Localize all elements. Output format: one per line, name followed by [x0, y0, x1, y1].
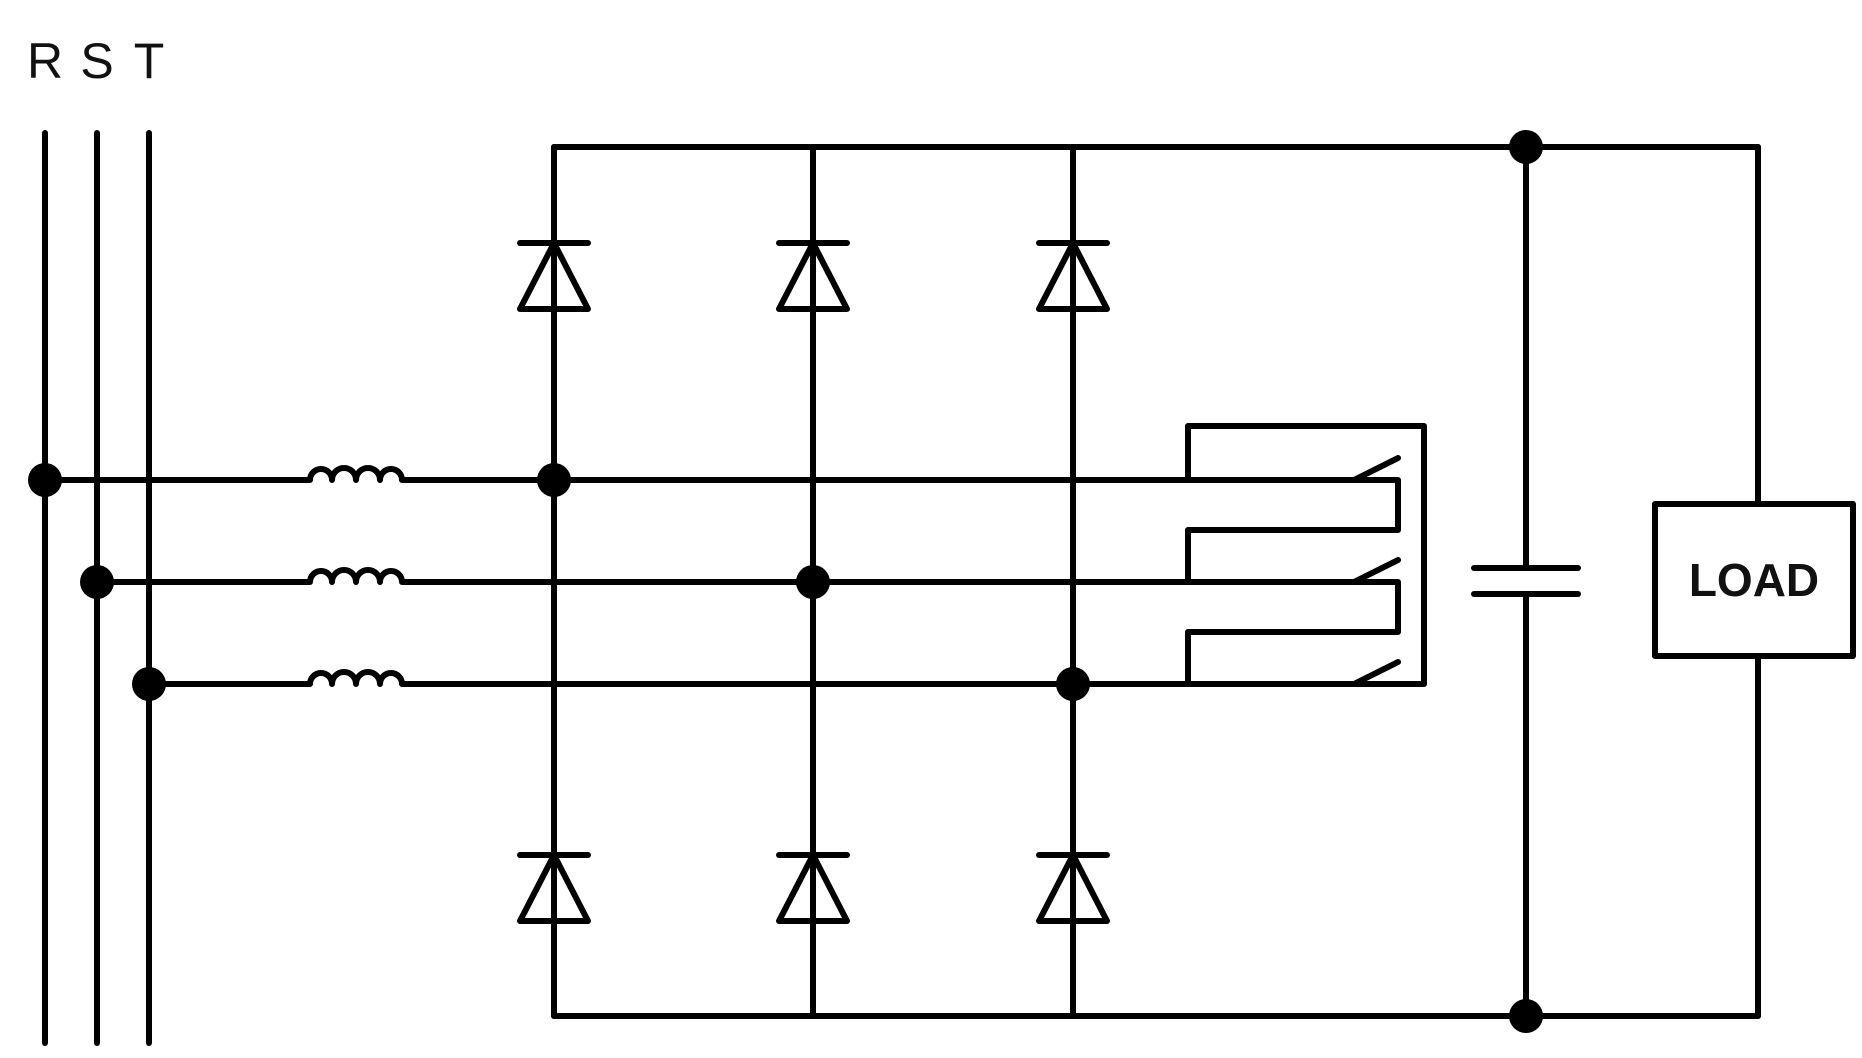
diode-lower-2 [776, 852, 850, 924]
switch-s-blade [1351, 557, 1401, 585]
junction-dot-leg1 [537, 463, 571, 497]
phase-t-branch [146, 659, 1401, 687]
load-block: LOAD [1652, 144, 1856, 1019]
junction-dot-t [132, 667, 166, 701]
switch-r-blade [1351, 455, 1401, 483]
diode-upper-2 [776, 240, 850, 312]
diode-upper-3 [1036, 240, 1110, 312]
bypass-switch-network [1185, 423, 1427, 687]
junction-dot-cap-bottom [1509, 999, 1543, 1033]
phase-r-branch [42, 455, 1401, 483]
phase-s-branch [94, 557, 1401, 585]
junction-dot-r [28, 463, 62, 497]
diode-upper-1 [517, 240, 591, 312]
inductor-t [299, 669, 423, 687]
dc-link-capacitor [1471, 144, 1581, 1019]
inductor-r [299, 465, 423, 483]
junction-dot-leg2 [796, 565, 830, 599]
junction-dot-cap-top [1509, 130, 1543, 164]
load-label: LOAD [1689, 554, 1819, 606]
phase-label-s: S [80, 33, 113, 89]
phase-label-r: R [27, 33, 63, 89]
inductor-s [299, 567, 423, 585]
diode-lower-1 [517, 852, 591, 924]
junction-dot-s [80, 565, 114, 599]
junction-dots [28, 130, 1543, 1033]
diode-lower-3 [1036, 852, 1110, 924]
phase-label-t: T [134, 33, 165, 89]
junction-dot-leg3 [1056, 667, 1090, 701]
switch-t-blade [1351, 659, 1401, 687]
